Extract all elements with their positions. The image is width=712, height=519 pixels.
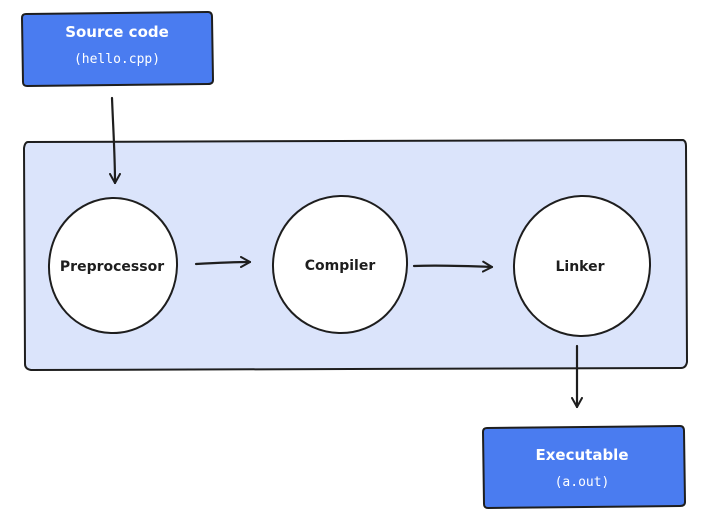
arrow-preprocessor-to-compiler	[194, 256, 252, 269]
executable-box: Executable (a.out)	[482, 425, 686, 509]
compiler-node: Compiler	[271, 194, 409, 335]
source-code-title: Source code	[65, 23, 169, 41]
compiler-label: Compiler	[305, 258, 376, 274]
linker-label: Linker	[555, 259, 604, 275]
source-code-filename: (hello.cpp)	[74, 52, 160, 67]
arrow-source-to-preprocessor	[108, 96, 121, 185]
executable-filename: (a.out)	[555, 475, 610, 490]
preprocessor-node: Preprocessor	[47, 196, 179, 335]
preprocessor-label: Preprocessor	[60, 259, 164, 275]
linker-node: Linker	[512, 194, 652, 338]
source-code-box: Source code (hello.cpp)	[21, 11, 214, 87]
executable-title: Executable	[535, 446, 628, 464]
arrow-compiler-to-linker	[412, 260, 494, 273]
